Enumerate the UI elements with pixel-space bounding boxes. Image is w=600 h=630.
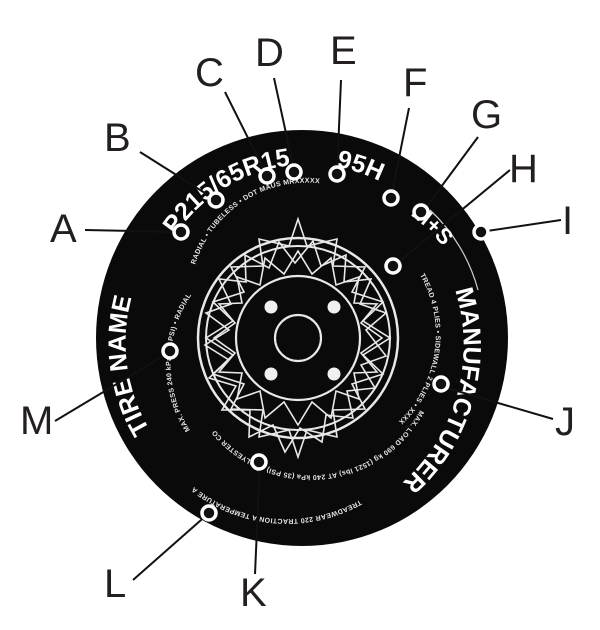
rim-lattice xyxy=(203,216,392,460)
callout-letters: A B C D E F G H I J K L M xyxy=(20,29,575,615)
wheel xyxy=(196,216,400,460)
callout-letter-g: G xyxy=(471,93,502,137)
m-s-bracket xyxy=(429,209,479,291)
callout-dot-e xyxy=(328,165,346,183)
lug-hole xyxy=(327,300,341,314)
callout-dot-m xyxy=(161,342,179,360)
callout-dots xyxy=(161,163,490,522)
callout-letter-m: M xyxy=(20,399,53,443)
callout-letter-e: E xyxy=(330,29,357,73)
callout-dot-i xyxy=(472,223,490,241)
callout-dot-a xyxy=(172,223,190,241)
callout-letter-l: L xyxy=(104,562,126,606)
callout-dot-k xyxy=(250,453,268,471)
callout-dot-h xyxy=(384,257,402,275)
lug-hole xyxy=(327,367,341,381)
callout-dot-c xyxy=(258,167,276,185)
lug-hole xyxy=(264,367,278,381)
callout-letter-b: B xyxy=(104,116,131,160)
callout-dot-j xyxy=(432,375,450,393)
callout-letter-h: H xyxy=(509,147,538,191)
callout-dot-b xyxy=(207,191,225,209)
callout-dot-g xyxy=(412,203,430,221)
callout-letter-d: D xyxy=(255,31,284,75)
callout-dot-l xyxy=(200,504,218,522)
callout-letter-f: F xyxy=(403,61,427,105)
center-bore-ring xyxy=(273,313,323,363)
callouts xyxy=(54,77,562,581)
hub-ring xyxy=(234,274,362,402)
callout-letter-c: C xyxy=(195,51,224,95)
callout-letter-j: J xyxy=(555,400,575,444)
lug-hole xyxy=(264,300,278,314)
callout-letter-i: I xyxy=(562,199,573,243)
callout-letter-k: K xyxy=(240,571,267,615)
callout-letter-a: A xyxy=(50,207,77,251)
callout-dot-d xyxy=(285,163,303,181)
callout-dot-f xyxy=(382,189,400,207)
